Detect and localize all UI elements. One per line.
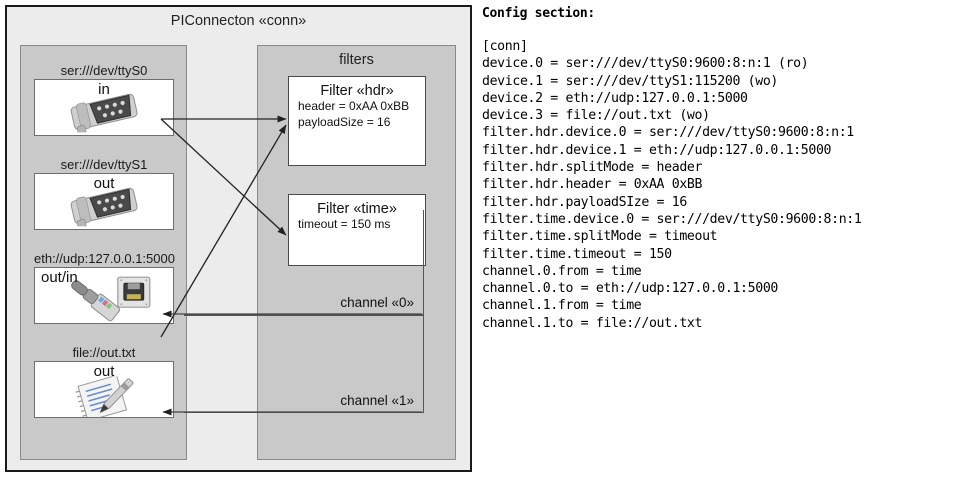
device-box-ttys0[interactable]: in xyxy=(34,79,174,136)
device-box-file[interactable]: out xyxy=(34,361,174,418)
device-label-file: file://out.txt xyxy=(72,345,136,360)
device-label-ttys1: ser:///dev/ttyS1 xyxy=(60,157,148,172)
channel-1-box: channel «1» xyxy=(184,315,424,413)
filter-time-prop-timeout: timeout = 150 ms xyxy=(298,217,391,231)
filters-panel: filters Filter «hdr» header = 0xAA 0xBB … xyxy=(184,45,456,460)
text-document-icon xyxy=(75,375,134,417)
filter-hdr-prop-header: header = 0xAA 0xBB xyxy=(298,99,410,113)
ethernet-jack-icon xyxy=(71,276,151,321)
serial-port-icon xyxy=(70,187,138,226)
channel-1-label: channel «1» xyxy=(340,393,414,408)
device-label-ttys0: ser:///dev/ttyS0 xyxy=(60,63,148,78)
pl-connector-diagram: PIConnecton «conn» ser:///dev/ttyS0 in xyxy=(5,5,472,472)
device-label-eth: eth://udp:127.0.0.1:5000 xyxy=(34,251,175,266)
config-section: Config section: [conn] device.0 = ser://… xyxy=(482,6,960,332)
filter-hdr-prop-payloadsize: payloadSize = 16 xyxy=(298,114,391,129)
device-direction-ttys0: in xyxy=(98,81,110,98)
filter-hdr-box[interactable]: Filter «hdr» header = 0xAA 0xBB payloadS… xyxy=(288,76,426,166)
device-direction-file: out xyxy=(93,363,115,380)
channel-0-label: channel «0» xyxy=(340,295,414,310)
filter-hdr-title: Filter «hdr» xyxy=(320,83,394,99)
filters-panel-title: filters xyxy=(339,52,374,68)
device-direction-ttys1: out xyxy=(93,175,115,192)
config-section-heading: Config section: xyxy=(482,6,595,21)
device-group-file: file://out.txt out xyxy=(34,344,174,418)
device-direction-eth: out/in xyxy=(41,269,78,286)
device-box-eth[interactable]: out/in xyxy=(34,267,174,324)
device-box-ttys1[interactable]: out xyxy=(34,173,174,230)
device-group-eth: eth://udp:127.0.0.1:5000 out/in xyxy=(34,250,175,324)
diagram-title: PIConnecton «conn» xyxy=(170,13,307,29)
channel-0-box: channel «0» xyxy=(184,210,424,315)
device-group-ttys0: ser:///dev/ttyS0 in xyxy=(34,62,174,136)
device-group-ttys1: ser:///dev/ttyS1 out xyxy=(34,156,174,230)
serial-port-icon xyxy=(70,93,138,132)
filter-time-title: Filter «time» xyxy=(317,201,397,217)
config-section-lines: [conn] device.0 = ser:///dev/ttyS0:9600:… xyxy=(482,39,862,331)
devices-panel: ser:///dev/ttyS0 in xyxy=(20,45,187,460)
filter-time-box[interactable]: Filter «time» timeout = 150 ms xyxy=(288,194,426,266)
